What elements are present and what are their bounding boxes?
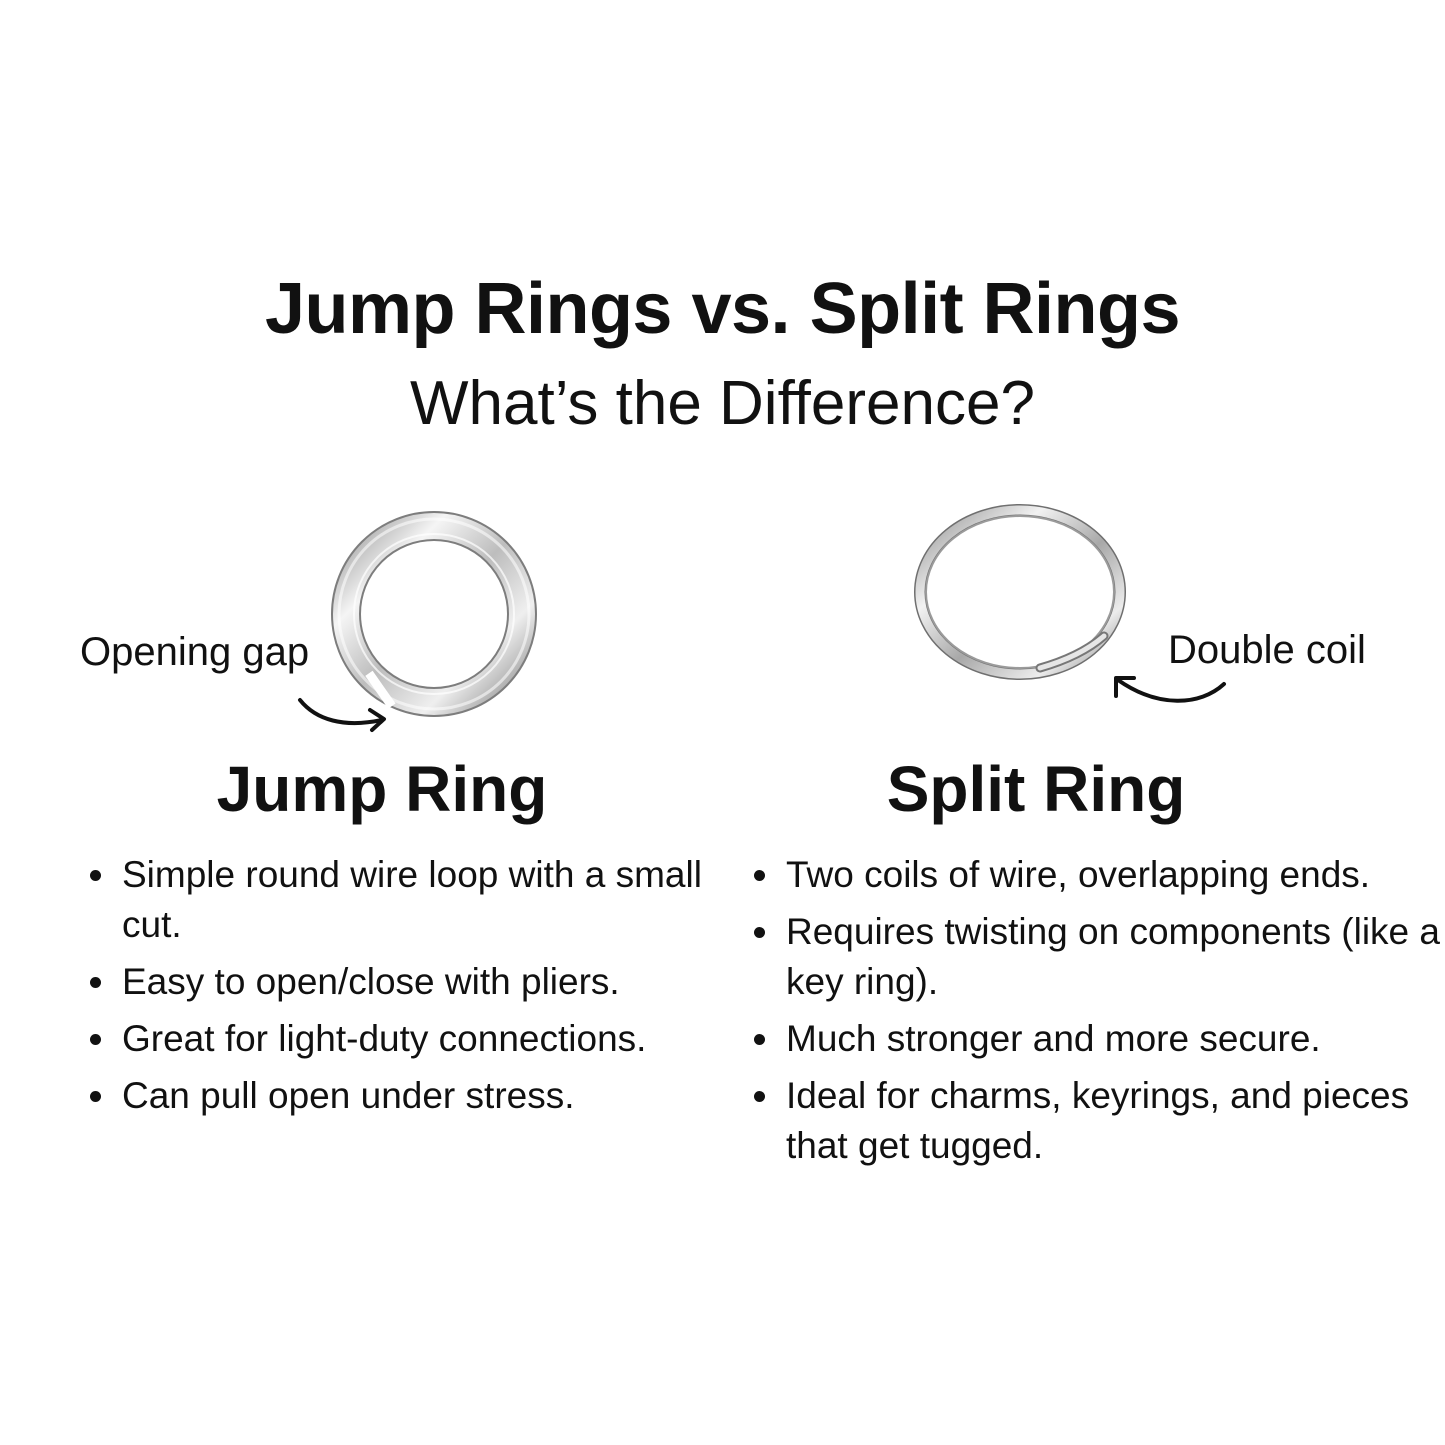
list-item: Ideal for charms, keyrings, and pieces t… [752,1071,1442,1171]
page-title: Jump Rings vs. Split Rings [264,269,1181,349]
split-ring-heading: Split Ring [886,753,1186,825]
page-subtitle: What’s the Difference? [410,369,1035,438]
split-ring-list: Two coils of wire, overlapping ends. Req… [752,850,1442,1178]
jump-ring-list: Simple round wire loop with a small cut.… [88,850,708,1128]
jump-ring-callout: Opening gap [80,630,310,674]
list-item: Great for light-duty connections. [88,1014,708,1064]
curved-arrow-icon [1114,676,1226,703]
list-item: Much stronger and more secure. [752,1014,1442,1064]
jump-ring-heading: Jump Ring [216,753,548,825]
list-item: Simple round wire loop with a small cut. [88,850,708,950]
split-ring-icon [914,504,1126,680]
list-item: Requires twisting on components (like a … [752,907,1442,1007]
list-item: Can pull open under stress. [88,1071,708,1121]
list-item: Two coils of wire, overlapping ends. [752,850,1442,900]
list-item: Easy to open/close with pliers. [88,957,708,1007]
jump-ring-icon [331,511,537,717]
split-ring-callout: Double coil [1168,628,1366,672]
curved-arrow-icon [298,698,386,732]
